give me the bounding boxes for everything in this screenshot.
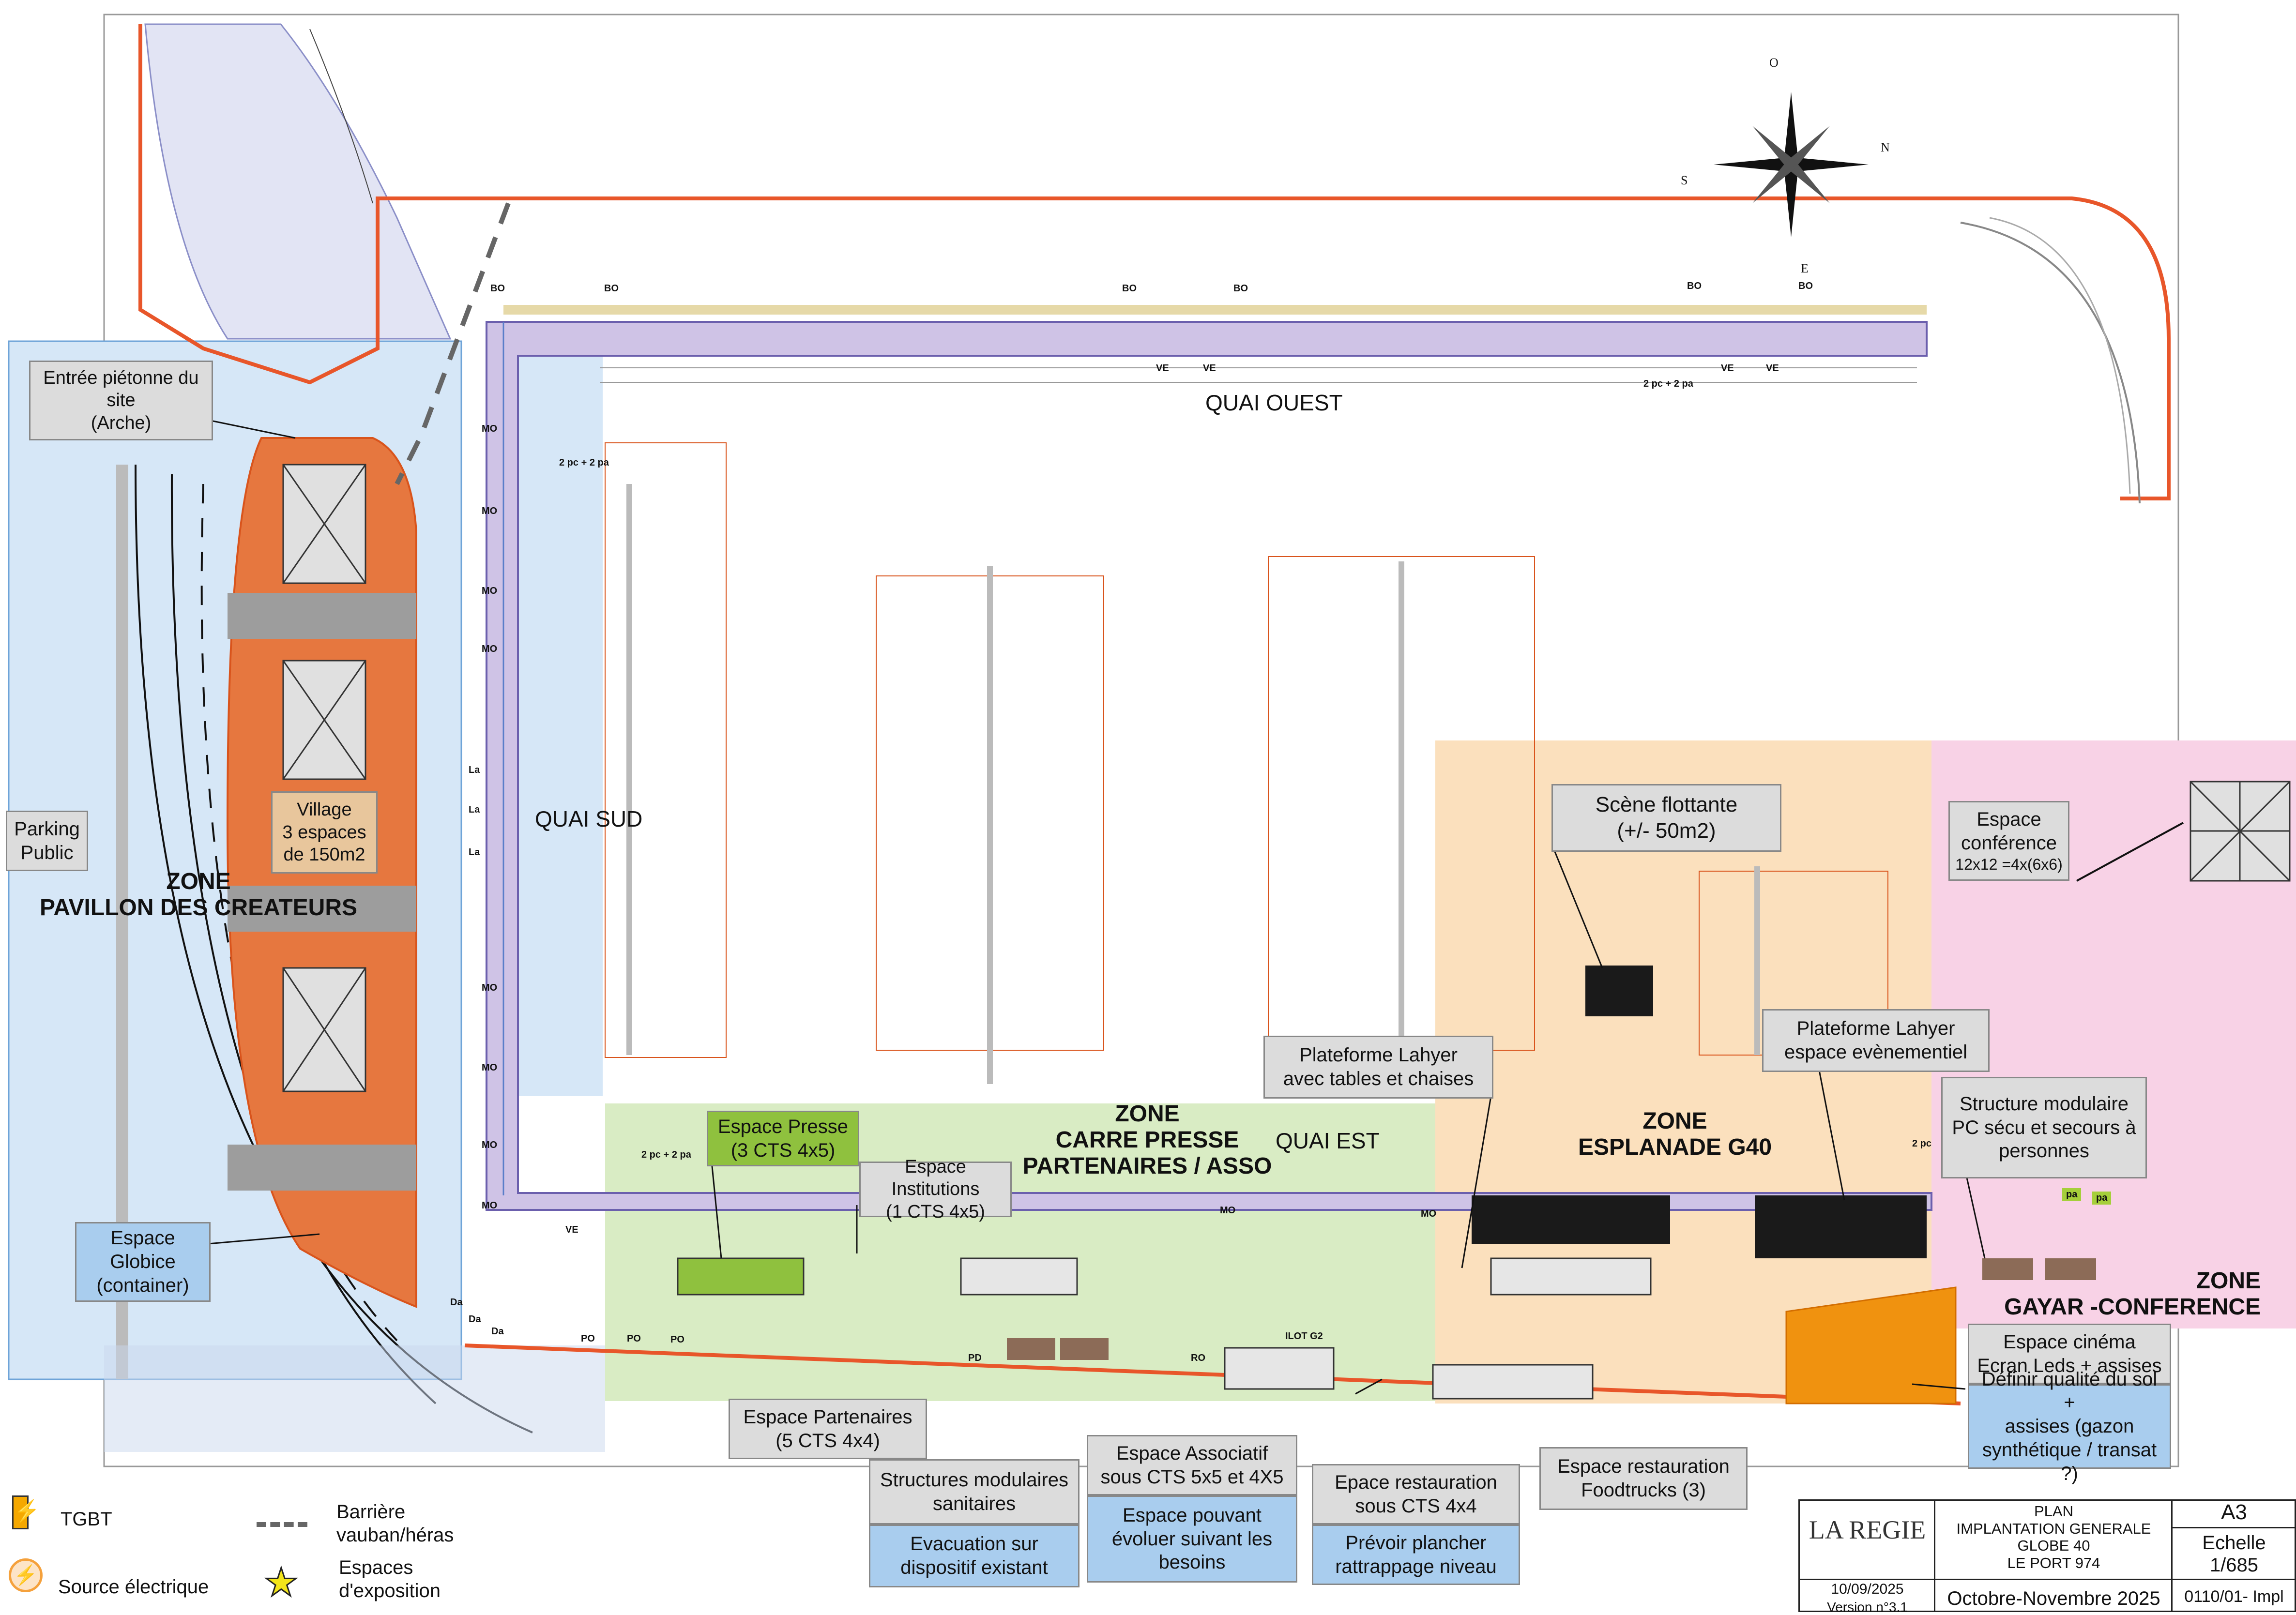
partenaires-label: Espace Partenaires (5 CTS 4x4) [729, 1399, 927, 1459]
globice-label: Espace Globice (container) [75, 1222, 211, 1302]
version: Version n°3.1 [1827, 1600, 1908, 1615]
sanitaires-title: Structures modulaires sanitaires [869, 1459, 1080, 1524]
institutions-label: Espace Institutions (1 CTS 4x5) [859, 1157, 1012, 1222]
title-block-divider-3 [1798, 1579, 2296, 1580]
sanitaires-note: Evacuation sur dispositif existant [869, 1524, 1080, 1587]
title-block [1798, 1499, 2296, 1612]
legend-barriere: Barrière vauban/héras [336, 1501, 454, 1546]
marker-mo: MO [1421, 1208, 1437, 1219]
marker-mo: MO [1220, 1205, 1236, 1216]
compass-o: O [1769, 56, 1779, 70]
marker-mo: MO [482, 1062, 498, 1073]
zone-carre-presse: ZONE CARRE PRESSE PARTENAIRES / ASSO [1022, 1101, 1272, 1179]
cinema-block [1785, 1286, 1957, 1404]
quai-sud: QUAI SUD [535, 806, 643, 831]
ilot-label: ILOT G2 [1285, 1331, 1323, 1342]
legend-source: Source électrique [58, 1576, 209, 1598]
scene-label: Scène flottante (+/- 50m2) [1551, 784, 1781, 852]
marker-ve: VE [1766, 363, 1779, 374]
marker-da: Da [491, 1326, 504, 1337]
zone-esplanade: ZONE ESPLANADE G40 [1578, 1108, 1772, 1160]
echelle: Echelle 1/685 [2202, 1532, 2266, 1576]
associatif-note: Espace pouvant évoluer suivant les besoi… [1087, 1495, 1297, 1583]
logo: LA REGIE [1809, 1515, 1926, 1544]
restauration-note: Prévoir plancher rattrappage niveau [1312, 1524, 1520, 1585]
cinema-note: Définir qualité du sol + assises (gazon … [1968, 1369, 2171, 1484]
compass-s: S [1681, 173, 1688, 187]
marker-la: La [469, 804, 480, 815]
pc-pa-1: 2 pc + 2 pa [559, 457, 609, 468]
marker-la: La [469, 765, 480, 775]
marker-po: PO [670, 1334, 684, 1345]
quai-ouest: QUAI OUEST [1205, 390, 1343, 415]
exposition-star-icon: ★ [263, 1561, 300, 1604]
marker-mo: MO [482, 506, 498, 516]
zone-pavillon: ZONE PAVILLON DES CREATEURS [39, 869, 358, 921]
conference-title: Espace conférence [1961, 809, 2057, 854]
conference-label: Espace conférence 12x12 =4x(6x6) [1948, 801, 2069, 881]
associatif-title: Espace Associatif sous CTS 5x5 et 4X5 [1087, 1435, 1297, 1495]
plan-title: PLAN IMPLANTATION GENERALE GLOBE 40 LE P… [1956, 1503, 2151, 1571]
date: 10/09/2025 [1831, 1581, 1904, 1597]
legend-tgbt: TGBT [61, 1509, 112, 1530]
marker-bo: BO [604, 283, 619, 294]
pc-pa-2: 2 pc + 2 pa [1643, 378, 1693, 389]
marker-la: La [469, 847, 480, 858]
marker-mo: MO [482, 586, 498, 596]
legend-exposition: Espaces d'exposition [339, 1557, 441, 1601]
marker-bo: BO [1687, 281, 1702, 291]
marker-ro: RO [1191, 1353, 1205, 1363]
pc-4: 2 pc [1912, 1138, 1932, 1149]
marker-ve: VE [1721, 363, 1734, 374]
entree-label: Entrée piétonne du site (Arche) [29, 361, 213, 440]
marker-bo: BO [1122, 283, 1137, 294]
floating-stage [1585, 966, 1653, 1016]
marker-ve: VE [565, 1224, 578, 1235]
village-label: Village 3 espaces de 150m2 [271, 791, 378, 874]
pa-1: pa [2062, 1188, 2082, 1201]
period: Octobre-Novembre 2025 [1947, 1588, 2160, 1609]
conference-size: 12x12 =4x(6x6) [1955, 855, 2063, 873]
barriere-icon [257, 1522, 307, 1527]
pc-pa-3: 2 pc + 2 pa [641, 1149, 691, 1160]
lahyer-event-label: Plateforme Lahyer espace evènementiel [1762, 1009, 1990, 1072]
quai-est: QUAI EST [1276, 1128, 1380, 1153]
zone-gayar: ZONE GAYAR -CONFERENCE [2004, 1268, 2261, 1320]
marker-po: PO [581, 1333, 595, 1344]
title-block-divider-4 [2171, 1527, 2296, 1528]
source-electrique-icon: ⚡ [9, 1558, 43, 1592]
marker-po: PO [627, 1333, 641, 1344]
compass-e: E [1801, 261, 1809, 275]
parking-label: Parking Public [6, 811, 88, 871]
title-block-divider-1 [1934, 1499, 1935, 1612]
tgbt-icon: ⚡ [12, 1495, 40, 1529]
presse-label: Espace Presse (3 CTS 4x5) [707, 1111, 859, 1166]
foodtrucks-label: Espace restauration Foodtrucks (3) [1539, 1447, 1748, 1510]
marker-bo: BO [1233, 283, 1248, 294]
compass-n: N [1881, 140, 1890, 154]
marker-ve: VE [1156, 363, 1169, 374]
compass-rose [1714, 92, 1869, 237]
pa-2: pa [2092, 1192, 2112, 1205]
marker-mo: MO [482, 423, 498, 434]
structure-modulaire-label: Structure modulaire PC sécu et secours à… [1941, 1077, 2147, 1178]
lahyer-tables-label: Plateforme Lahyer avec tables et chaises [1263, 1036, 1493, 1099]
marker-da: Da [469, 1314, 481, 1325]
marker-ve: VE [1203, 363, 1216, 374]
marker-da: Da [450, 1297, 463, 1308]
marker-mo: MO [482, 1200, 498, 1211]
cinema-title: Espace cinéma Ecran Leds + assises [1968, 1324, 2171, 1384]
marker-bo: BO [490, 283, 505, 294]
title-block-divider-2 [2171, 1499, 2173, 1612]
reference: 0110/01- Impl [2184, 1587, 2284, 1606]
marker-mo: MO [482, 982, 498, 993]
restauration-title: Epace restauration sous CTS 4x4 [1312, 1464, 1520, 1524]
format: A3 [2221, 1500, 2247, 1524]
marker-mo: MO [482, 1140, 498, 1150]
marker-mo: MO [482, 644, 498, 654]
marker-pd: PD [968, 1353, 982, 1363]
marker-bo: BO [1798, 281, 1813, 291]
